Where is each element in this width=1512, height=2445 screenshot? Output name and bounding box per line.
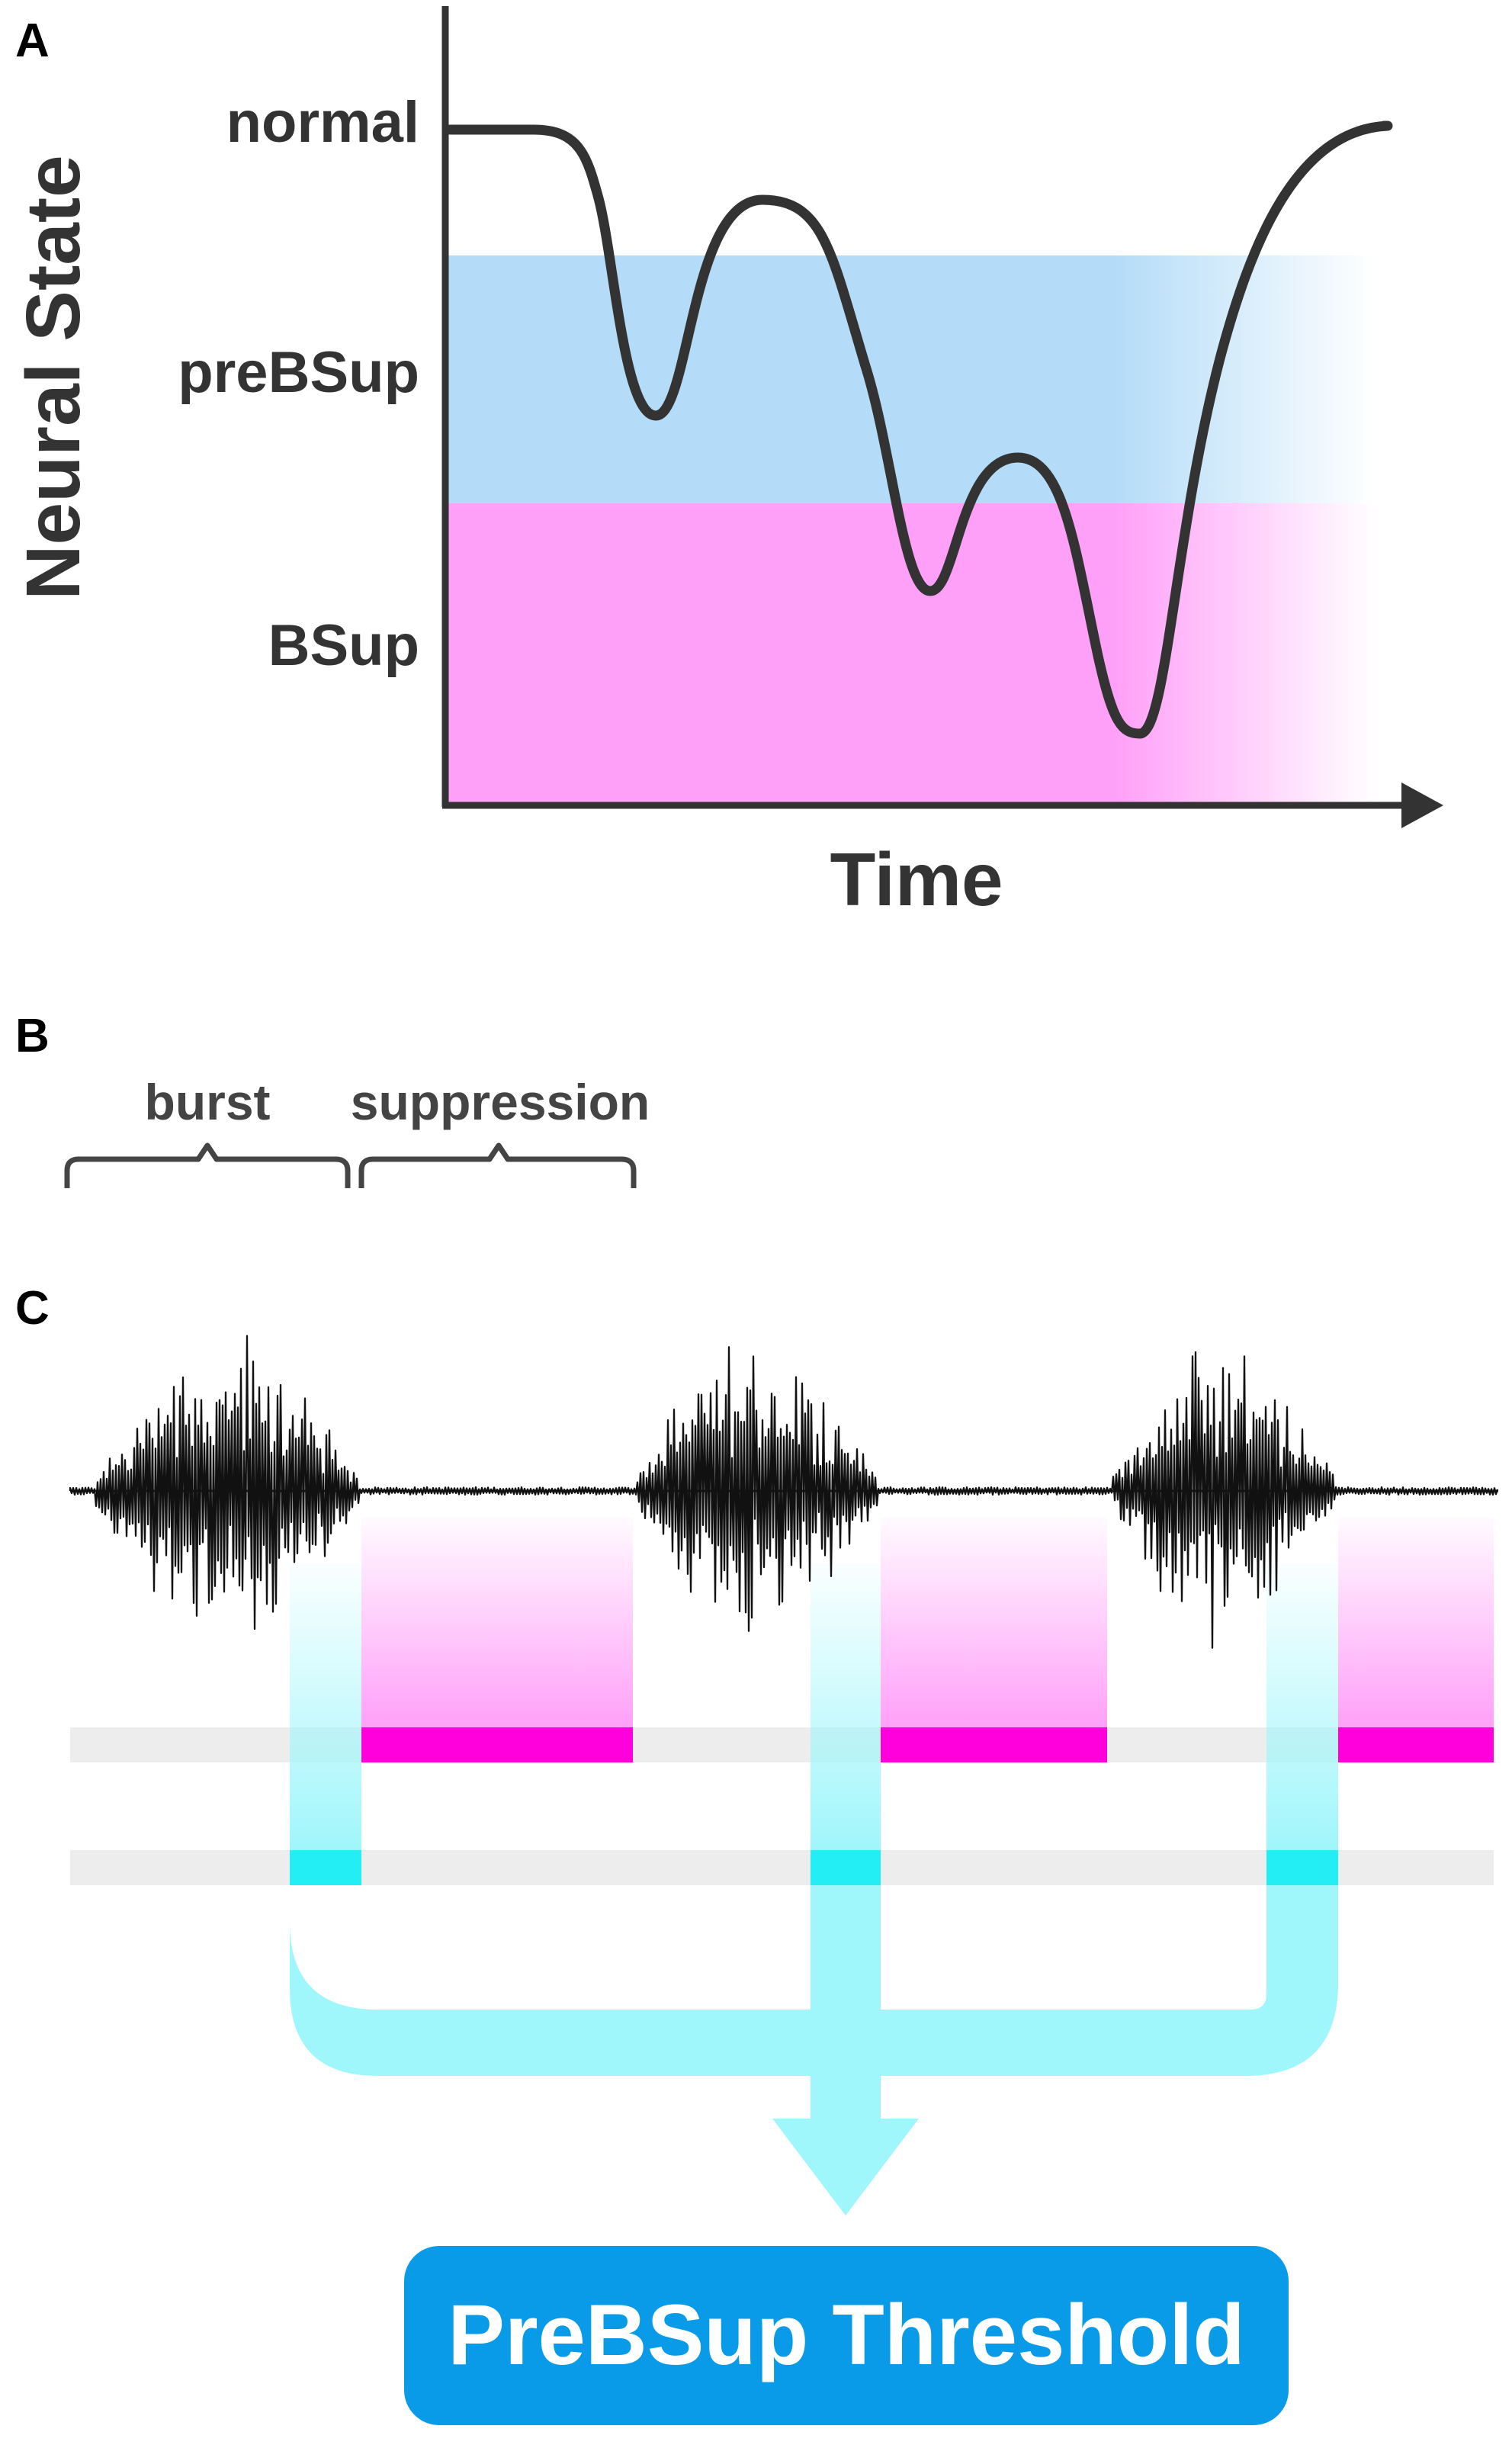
suppression-drop-2 [881, 1518, 1107, 1727]
x-axis-label: Time [830, 837, 1003, 921]
flow-arrow-head [772, 2119, 919, 2215]
flow-arrow-body [290, 1849, 1338, 2088]
burst-bracket [64, 1142, 351, 1188]
panel-b-letter: B [15, 1010, 50, 1062]
suppression-bracket [358, 1142, 637, 1188]
neural-state-curve [445, 120, 1393, 739]
state-label-normal: normal [226, 90, 419, 155]
burst-label: burst [145, 1074, 271, 1130]
panel-c-letter: C [15, 1282, 50, 1335]
prebsup-band [445, 255, 1376, 503]
panel-c: C PreBSup Threshold [15, 1282, 1499, 2425]
suppression-label: suppression [351, 1074, 650, 1130]
transition-column-3 [1266, 1563, 1338, 1853]
suppression-drop-1 [361, 1518, 633, 1727]
suppression-marker-3 [1338, 1727, 1494, 1762]
suppression-drop-3 [1338, 1518, 1494, 1727]
suppression-marker-2 [881, 1727, 1107, 1762]
panel-a-letter: A [15, 14, 50, 67]
burst-marker-3 [1266, 1850, 1338, 1885]
state-label-bsup: BSup [268, 613, 419, 678]
suppression-marker-1 [361, 1727, 633, 1762]
panel-a: A Neural State Time normal preBSup BSup [11, 6, 1443, 921]
eeg-trace [69, 1335, 1499, 1649]
flow-arrow-stem [811, 2059, 881, 2120]
burst-marker-1 [290, 1850, 361, 1885]
burst-marker-2 [811, 1850, 881, 1885]
transition-column-1 [290, 1563, 361, 1853]
state-label-prebsup: preBSup [178, 340, 419, 405]
panel-b: B burst suppression [15, 1010, 650, 1188]
prebsup-threshold-box [404, 2246, 1289, 2425]
prebsup-threshold-label: PreBSup Threshold [448, 2287, 1244, 2382]
x-axis-arrowhead [1401, 782, 1443, 828]
transition-column-2 [811, 1563, 881, 1853]
y-axis-label: Neural State [11, 155, 96, 600]
